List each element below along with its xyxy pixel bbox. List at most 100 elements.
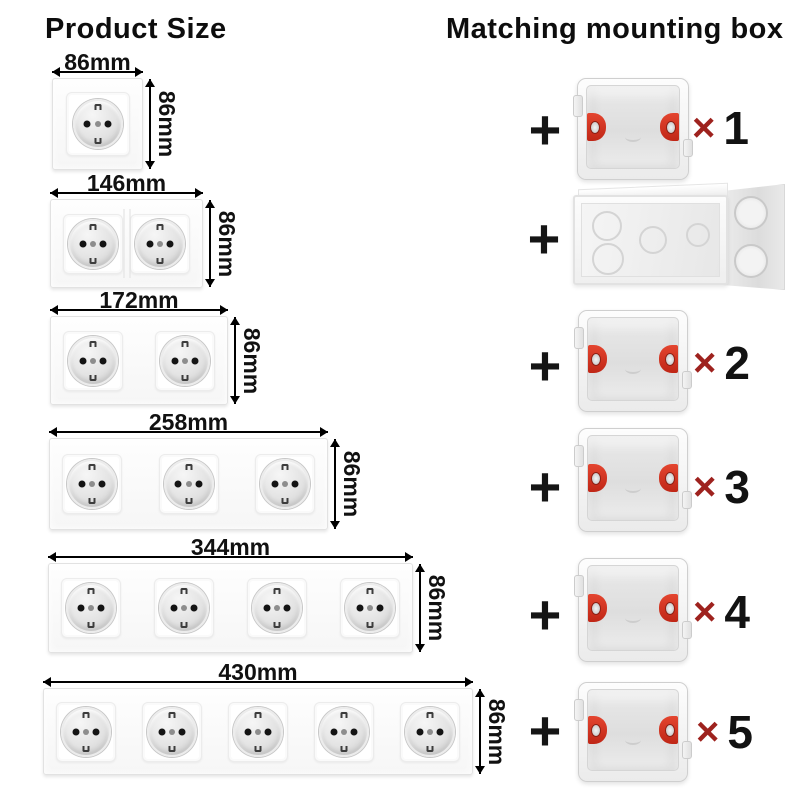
- rect-mounting-box-image: [573, 182, 785, 290]
- quantity-label: ×4: [693, 589, 750, 635]
- eu-schuko-socket: [400, 701, 460, 762]
- box-front-face: [573, 195, 728, 286]
- cavity-mark: [625, 483, 641, 494]
- pin-hole: [170, 604, 178, 612]
- height-dimension-label: 86mm: [339, 450, 365, 518]
- socket-recess: [319, 706, 369, 757]
- pin-hole: [263, 604, 271, 612]
- knockout-hole: [685, 222, 710, 247]
- socket-recess: [135, 218, 185, 269]
- height-dimension-label: 86mm: [154, 90, 180, 158]
- red-clamp-icon: [588, 345, 607, 373]
- box-cavity: [587, 435, 679, 521]
- center-screw: [94, 121, 101, 127]
- pin-hole: [436, 728, 444, 735]
- mounting-box-image: [574, 310, 692, 412]
- eu-schuko-socket: [154, 578, 214, 638]
- pin-hole: [166, 240, 174, 247]
- width-dimension-label: 86mm: [64, 49, 131, 75]
- mounting-box-image: [574, 682, 692, 782]
- width-dimension-label: 172mm: [99, 287, 179, 313]
- socket-recess: [159, 583, 209, 633]
- quantity-label: ×3: [693, 464, 750, 510]
- ground-clip-icon: [156, 257, 164, 264]
- center-screw: [169, 728, 175, 735]
- socket-recess: [405, 706, 455, 757]
- box-tab: [574, 575, 584, 597]
- box-tab: [573, 95, 583, 117]
- pin-hole: [330, 728, 338, 735]
- cavity-mark: [625, 735, 641, 745]
- center-screw: [185, 481, 192, 487]
- pin-hole: [97, 604, 105, 612]
- ground-clip-icon: [82, 745, 90, 752]
- ground-clip-icon: [366, 588, 374, 594]
- plus-icon: +: [528, 455, 562, 518]
- knockout-hole: [639, 225, 668, 254]
- center-screw: [427, 728, 433, 735]
- clamp-screw: [591, 471, 601, 485]
- ground-clip-icon: [181, 374, 189, 381]
- box-count: 4: [724, 586, 750, 638]
- pin-hole: [99, 357, 107, 364]
- clamp-screw: [665, 471, 675, 485]
- socket-recess: [345, 583, 395, 633]
- center-screw: [341, 728, 347, 735]
- pin-hole: [72, 728, 80, 735]
- socket-recess: [61, 706, 111, 757]
- ground-clip-icon: [94, 104, 101, 110]
- pin-hole: [350, 728, 358, 735]
- center-screw: [282, 481, 288, 487]
- pin-hole: [99, 240, 107, 247]
- pin-hole: [356, 604, 364, 612]
- ground-clip-icon: [87, 588, 95, 594]
- mounting-box-image: [573, 78, 693, 180]
- cavity-mark: [625, 132, 641, 142]
- box-count: 1: [723, 102, 749, 154]
- ground-clip-icon: [254, 745, 262, 752]
- red-clamp-icon: [588, 716, 607, 744]
- width-dimension-arrow: [52, 67, 143, 77]
- height-dimension-arrow: [205, 200, 215, 287]
- red-clamp-icon: [659, 594, 678, 622]
- box-tab: [683, 139, 693, 157]
- red-clamp-icon: [659, 464, 678, 492]
- width-dimension-arrow: [49, 427, 328, 437]
- height-dimension-arrow: [330, 439, 340, 529]
- ground-clip-icon: [87, 622, 95, 628]
- eu-schuko-socket: [63, 330, 123, 391]
- height-dimension-label: 86mm: [424, 574, 450, 642]
- socket-panel: [50, 316, 228, 405]
- width-dimension-label: 344mm: [190, 534, 271, 560]
- pin-hole: [92, 728, 100, 735]
- center-screw: [274, 605, 280, 611]
- pin-hole: [271, 480, 279, 488]
- box-tab: [574, 699, 584, 721]
- eu-schuko-socket: [61, 578, 121, 638]
- center-screw: [88, 605, 94, 611]
- socket-recess: [160, 335, 210, 386]
- red-clamp-icon: [659, 345, 678, 373]
- ground-clip-icon: [426, 711, 434, 718]
- ground-clip-icon: [168, 745, 176, 752]
- box-cavity: [587, 565, 679, 651]
- cavity-mark: [625, 364, 641, 374]
- eu-schuko-socket: [130, 213, 190, 274]
- width-dimension-arrow: [43, 677, 473, 687]
- pin-hole: [291, 480, 299, 488]
- center-screw: [157, 240, 163, 247]
- plus-icon: +: [528, 334, 562, 397]
- height-dimension-label: 86mm: [484, 698, 510, 765]
- box-side-face: [719, 184, 785, 290]
- socket-recess: [66, 583, 116, 633]
- box-tab: [574, 445, 584, 467]
- pin-hole: [178, 728, 186, 735]
- pin-hole: [244, 728, 252, 735]
- pin-hole: [146, 240, 154, 247]
- pin-hole: [104, 120, 112, 128]
- height-dimension-arrow: [475, 689, 485, 774]
- eu-schuko-socket: [62, 454, 122, 514]
- panel-seam: [123, 209, 130, 278]
- pin-hole: [195, 480, 203, 488]
